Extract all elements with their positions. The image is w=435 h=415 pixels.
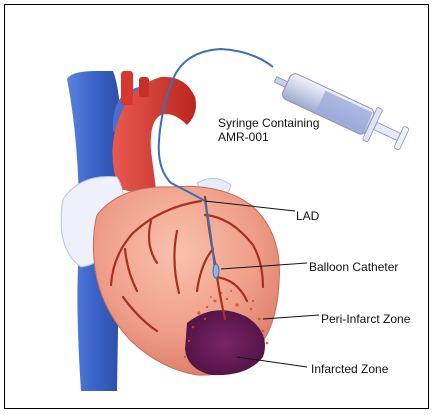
aortic-branch [121,71,133,105]
lad-label: LAD [296,209,319,223]
aortic-branch [139,77,149,97]
peri-infarct-label: Peri-Infarct Zone [321,312,410,326]
balloon-catheter-label: Balloon Catheter [309,260,398,274]
syringe-label-line1: Syringe Containing [218,116,319,130]
syringe-label: Syringe Containing AMR-001 [218,116,319,144]
heart-illustration [5,5,429,409]
diagram-frame: Syringe Containing AMR-001 LAD Balloon C… [4,4,429,409]
infarcted-zone-label: Infarcted Zone [311,362,388,376]
balloon-tip [213,264,219,278]
syringe-label-line2: AMR-001 [218,130,319,144]
